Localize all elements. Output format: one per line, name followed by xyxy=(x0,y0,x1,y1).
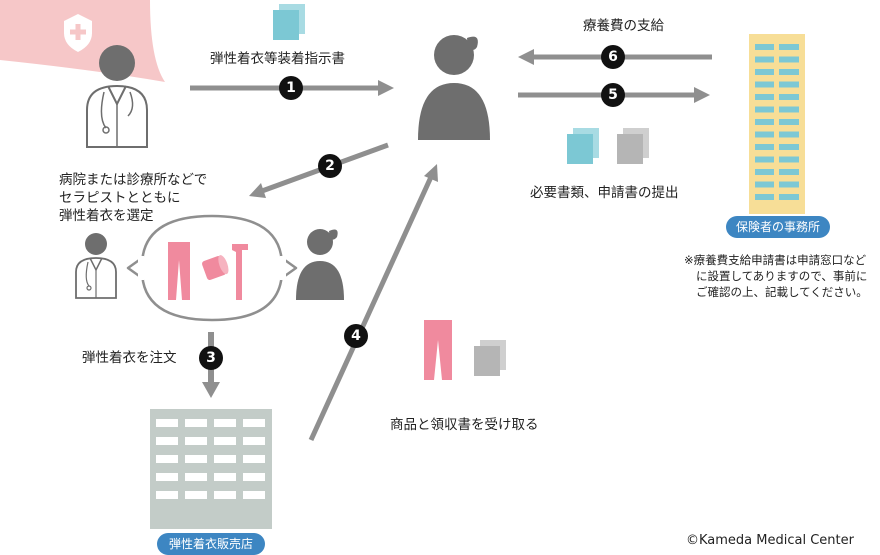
submit-documents-icon xyxy=(567,128,649,164)
shop-window xyxy=(214,491,236,499)
insurer-window xyxy=(779,56,799,63)
insurer-window xyxy=(779,119,799,125)
insurer-window xyxy=(779,106,799,113)
selection-label: 病院または診療所などで セラピストとともに 弾性着衣を選定 xyxy=(59,171,207,225)
note-line-3: ご確認の上、記載してください。 xyxy=(696,285,868,299)
patient-small-icon xyxy=(296,229,344,300)
shop-window xyxy=(243,491,265,499)
insurer-window xyxy=(779,181,799,188)
step-number-2: 2 xyxy=(318,154,342,178)
shop-building-icon xyxy=(150,409,272,529)
shop-window xyxy=(243,419,265,427)
insurer-window xyxy=(779,156,799,163)
insurer-window xyxy=(755,119,774,125)
insurer-badge: 保険者の事務所 xyxy=(726,216,830,238)
pants-icon xyxy=(424,320,452,380)
shop-window xyxy=(214,455,236,463)
shop-window xyxy=(156,473,178,481)
shop-window xyxy=(156,491,178,499)
insurer-window xyxy=(755,131,774,138)
selection-line-3: 弾性着衣を選定 xyxy=(59,208,154,224)
arrow-receive xyxy=(308,164,438,442)
insurer-window xyxy=(779,169,799,175)
insurer-window xyxy=(779,194,799,200)
insurer-window xyxy=(779,131,799,138)
hospital-shield-icon xyxy=(64,14,92,52)
insurer-window xyxy=(755,81,774,88)
copyright: ©Kameda Medical Center xyxy=(686,533,854,548)
insurer-window xyxy=(755,194,774,200)
insurer-window xyxy=(755,156,774,163)
step-number-4: 4 xyxy=(344,324,368,348)
receipt-document-icon xyxy=(474,340,506,376)
shop-window xyxy=(156,437,178,445)
insurer-window xyxy=(755,69,774,75)
insurer-window xyxy=(779,69,799,75)
note-text: ※療養費支給申請書は申請窓口など に設置してありますので、事前に ご確認の上、記… xyxy=(684,252,868,300)
shop-window xyxy=(243,473,265,481)
insurer-window xyxy=(755,56,774,63)
shop-window xyxy=(185,473,207,481)
shop-window xyxy=(214,473,236,481)
instruction-document-icon xyxy=(273,4,305,40)
insurer-window xyxy=(779,144,799,150)
insurer-window xyxy=(779,94,799,100)
insurer-building-icon xyxy=(749,34,805,214)
note-line-1: ※療養費支給申請書は申請窓口など xyxy=(684,253,867,267)
patient-icon xyxy=(418,35,490,140)
shop-window xyxy=(243,455,265,463)
shop-window xyxy=(156,455,178,463)
shop-window xyxy=(156,419,178,427)
insurer-window xyxy=(755,44,774,50)
shop-window xyxy=(185,455,207,463)
submit-label: 必要書類、申請書の提出 xyxy=(530,185,679,201)
shop-window xyxy=(185,419,207,427)
step-number-1: 1 xyxy=(279,76,303,100)
shop-window xyxy=(243,437,265,445)
insurer-window xyxy=(755,94,774,100)
instruction-label: 弾性着衣等装着指示書 xyxy=(210,51,345,67)
shop-window xyxy=(214,419,236,427)
step-number-6: 6 xyxy=(601,45,625,69)
step-number-5: 5 xyxy=(601,83,625,107)
shop-badge: 弾性着衣販売店 xyxy=(157,533,265,555)
shop-window xyxy=(185,491,207,499)
note-line-2: に設置してありますので、事前に xyxy=(696,269,868,283)
insurer-window xyxy=(755,181,774,188)
step-number-3: 3 xyxy=(199,346,223,370)
shop-window xyxy=(185,437,207,445)
insurer-window xyxy=(755,106,774,113)
selection-line-1: 病院または診療所などで xyxy=(59,172,208,188)
insurer-window xyxy=(755,144,774,150)
doctor-small-icon xyxy=(75,233,117,299)
receive-label: 商品と領収書を受け取る xyxy=(390,417,539,433)
payment-label: 療養費の支給 xyxy=(583,18,664,34)
shop-window xyxy=(214,437,236,445)
order-label: 弾性着衣を注文 xyxy=(82,350,177,366)
insurer-window xyxy=(779,81,799,88)
garment-items-icon xyxy=(168,242,248,300)
selection-line-2: セラピストとともに xyxy=(59,190,181,206)
doctor-icon xyxy=(86,45,148,148)
insurer-window xyxy=(755,169,774,175)
insurer-window xyxy=(779,44,799,50)
